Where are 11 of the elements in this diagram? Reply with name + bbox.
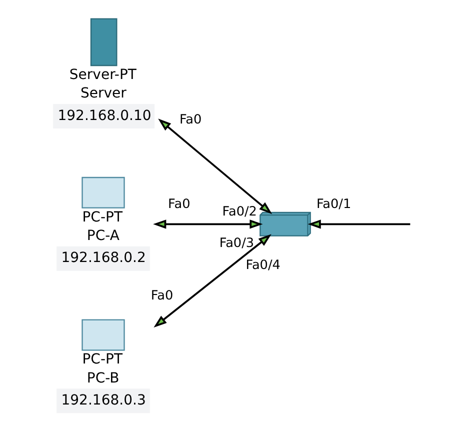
arrow — [153, 220, 263, 229]
arrow — [158, 118, 272, 214]
node-label: Fa0/3 — [219, 236, 254, 251]
arrow — [154, 234, 272, 328]
node-label: Fa0 — [179, 112, 202, 128]
arrow — [308, 220, 410, 229]
node-label: Fa0/2 — [222, 204, 257, 220]
node-label: Fa0/4 — [246, 258, 280, 273]
node-label: Fa0/1 — [316, 196, 352, 212]
node-label: Fa0 — [150, 288, 174, 304]
node-label: Fa0 — [168, 196, 190, 212]
